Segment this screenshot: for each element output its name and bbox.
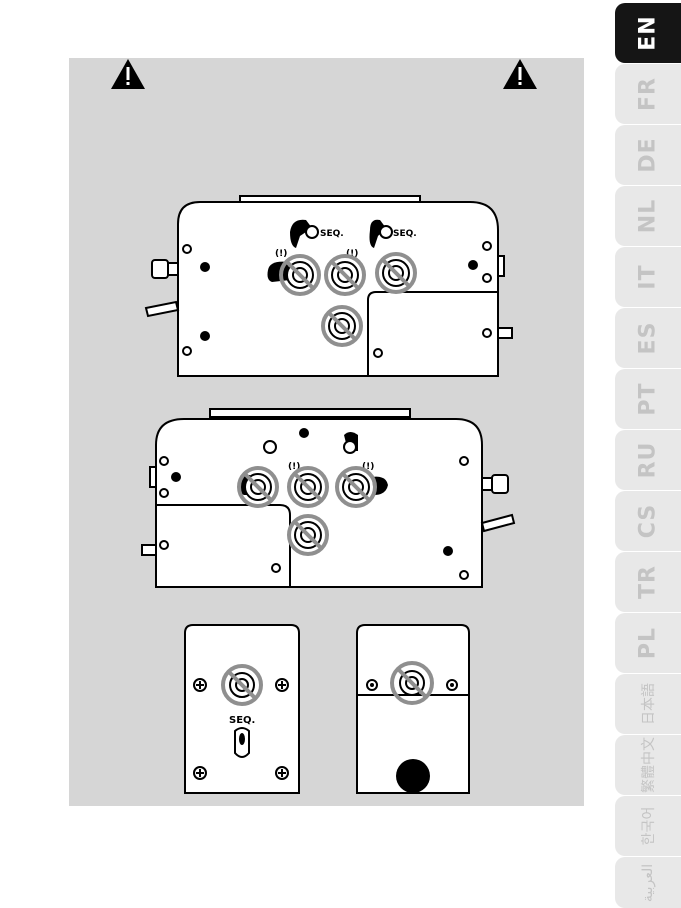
tab-de[interactable]: DE [615,125,681,185]
device-side-view-1: SEQ. SEQ. (!) (!) [140,190,520,385]
warning-triangle-icon [502,58,538,90]
prohibited-connector-icon [239,468,277,506]
tab-it[interactable]: IT [615,247,681,307]
tab-zh-tw[interactable]: 繁體中文 [615,735,681,795]
tab-ko[interactable]: 한국어 [615,796,681,856]
prohibited-connector-icon [323,307,361,345]
prohibited-connector-icon [337,468,375,506]
tab-ar[interactable]: العربية [615,857,681,908]
prohibited-connector-icon [289,516,327,554]
tab-en[interactable]: EN [615,3,681,63]
prohibited-connector-icon [289,468,327,506]
device-plate-front [355,623,471,795]
tab-tr[interactable]: TR [615,552,681,612]
tab-cs[interactable]: CS [615,491,681,551]
warning-triangle-icon [110,58,146,90]
prohibited-connector-icon [326,256,364,294]
seq-label: SEQ. [229,715,255,726]
caution-mark: (!) [275,249,287,259]
tab-es[interactable]: ES [615,308,681,368]
tab-pl[interactable]: PL [615,613,681,673]
tab-ru[interactable]: RU [615,430,681,490]
device-plate-seq: SEQ. [183,623,301,795]
seq-label: SEQ. [320,229,344,239]
prohibited-connector-icon [281,256,319,294]
device-side-view-2: (!) (!) [140,405,520,590]
tab-nl[interactable]: NL [615,186,681,246]
tab-fr[interactable]: FR [615,64,681,124]
seq-label: SEQ. [393,229,417,239]
tab-pt[interactable]: PT [615,369,681,429]
language-tabs: EN FR DE NL IT ES PT RU CS TR PL 日本語 繁體中… [615,0,681,908]
prohibited-connector-icon [377,254,415,292]
tab-ja[interactable]: 日本語 [615,674,681,734]
